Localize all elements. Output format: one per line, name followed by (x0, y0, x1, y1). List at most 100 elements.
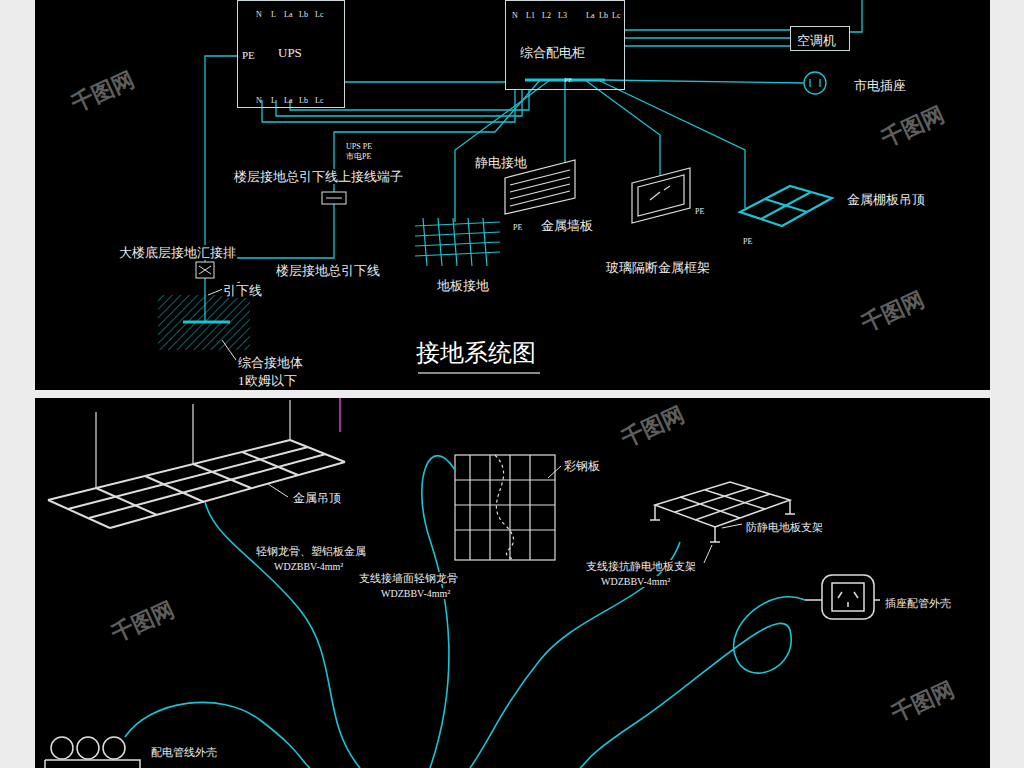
text-anchor: 综合配电柜 (520, 43, 585, 61)
cable-spec: WDZBBV-4mm² (380, 588, 451, 599)
label-anchor: 市电PE (345, 145, 372, 163)
label-anchor: 支线接墙面轻钢龙骨 (358, 568, 459, 586)
title-anchor: 接地系统图 (415, 340, 537, 366)
glass-frame (632, 168, 690, 223)
label-anchor: 千图网 (108, 597, 178, 647)
ground-wires (585, 80, 660, 176)
label-anchor: 大楼底层接地汇接排 (118, 243, 237, 261)
box-text: 综合配电柜 (520, 45, 585, 60)
ground-wires (455, 80, 550, 222)
bond-cables (125, 702, 310, 768)
text-anchor: N (256, 3, 262, 21)
text-anchor: Lb (299, 3, 308, 21)
bottom-leaders (548, 466, 561, 478)
label-anchor: WDZBBV-4mm² (600, 571, 671, 589)
colour-steel-panel (455, 455, 555, 560)
top-panel (35, 0, 990, 390)
wire-connector (345, 81, 505, 82)
part-label: 配电管线外壳 (150, 746, 218, 758)
magenta-marks (339, 398, 341, 432)
text-anchor: Lc (315, 89, 323, 107)
label-anchor: 玻璃隔断金属框架 (605, 258, 711, 276)
bond-cables (422, 456, 455, 768)
box-text: Lb (299, 10, 308, 19)
text-anchor: Lb (599, 4, 608, 22)
text-anchor: Lb (299, 89, 308, 107)
metal-ceiling (96, 452, 298, 515)
watermark: 千图网 (858, 286, 928, 337)
socket-symbol (804, 72, 826, 94)
label-anchor: 楼层接地总引下线 (275, 261, 381, 279)
text-anchor: L (271, 89, 276, 107)
ground-wires (603, 80, 804, 83)
socket-symbol (810, 79, 820, 87)
box-text: PE (564, 76, 572, 84)
text-anchor: UPS (278, 43, 302, 61)
ceiling-lattice (740, 186, 832, 226)
colour-steel-panel (495, 455, 515, 560)
terminal-boxes (322, 192, 346, 204)
box-text: L (271, 10, 276, 19)
socket-housing (805, 575, 880, 619)
label-anchor: 千图网 (878, 102, 948, 152)
raised-floor (650, 482, 795, 542)
aircon-box: 空调机 (790, 26, 850, 51)
conduit-bundle (45, 760, 140, 768)
label-anchor: 支线接抗静电地板支架 (585, 556, 697, 574)
top-leaders (222, 340, 236, 360)
colour-steel-panel (455, 455, 555, 560)
label-anchor: PE (512, 216, 523, 234)
socket-housing (805, 599, 880, 601)
label-anchor: 引下线 (222, 281, 263, 299)
socket-housing (822, 575, 874, 619)
label-anchor: 防静电地板支架 (745, 517, 824, 535)
metal-ceiling (48, 440, 345, 528)
box-text: Lc (315, 10, 323, 19)
box-text: La (284, 96, 292, 105)
cable-spec: WDZBBV-4mm² (273, 561, 344, 572)
colour-steel-panel (455, 480, 555, 530)
raised-floor (680, 490, 765, 518)
box-text: L (271, 96, 276, 105)
glass-frame (650, 186, 670, 200)
metal-ceiling (48, 400, 345, 528)
text-anchor: N (512, 4, 518, 22)
text-anchor: La (284, 89, 292, 107)
label-anchor: 彩钢板 (563, 456, 601, 474)
label-anchor: 市电插座 (853, 76, 907, 94)
terminal-boxes (326, 198, 342, 199)
wire-connector (625, 37, 790, 38)
ground-body (158, 295, 250, 350)
ground-wires (564, 80, 565, 163)
bottom-leaders (268, 484, 288, 497)
metal-ceiling (68, 447, 326, 518)
socket-housing (832, 583, 864, 611)
floor-grid (415, 222, 500, 256)
part-label: 防静电地板支架 (745, 521, 824, 533)
text-anchor: La (284, 3, 292, 21)
box-text: L2 (542, 11, 551, 20)
title-underline (418, 372, 540, 374)
box-text: N (256, 96, 262, 105)
socket-symbol (804, 72, 826, 94)
ground-body (158, 295, 250, 350)
label-anchor: 金属吊顶 (292, 488, 342, 506)
label-anchor: 1欧姆以下 (237, 371, 298, 389)
metal-ceiling (96, 400, 290, 488)
note-label: 静电接地 (474, 155, 528, 170)
box-text: 空调机 (797, 33, 836, 48)
box-text: UPS (278, 45, 302, 60)
part-label: 彩钢板 (563, 459, 601, 473)
text-anchor: L2 (542, 4, 551, 22)
ground-wires (183, 0, 862, 322)
ups-box: NLLaLbLcPEUPSNLLaLbLc (237, 0, 345, 108)
watermark: 千图网 (68, 66, 138, 117)
part-label: 插座配管外壳 (884, 597, 952, 609)
text-anchor: La (586, 4, 594, 22)
text-anchor: N (256, 89, 262, 107)
label-anchor: PE (742, 230, 753, 248)
label-anchor: 综合接地体 (237, 353, 304, 371)
